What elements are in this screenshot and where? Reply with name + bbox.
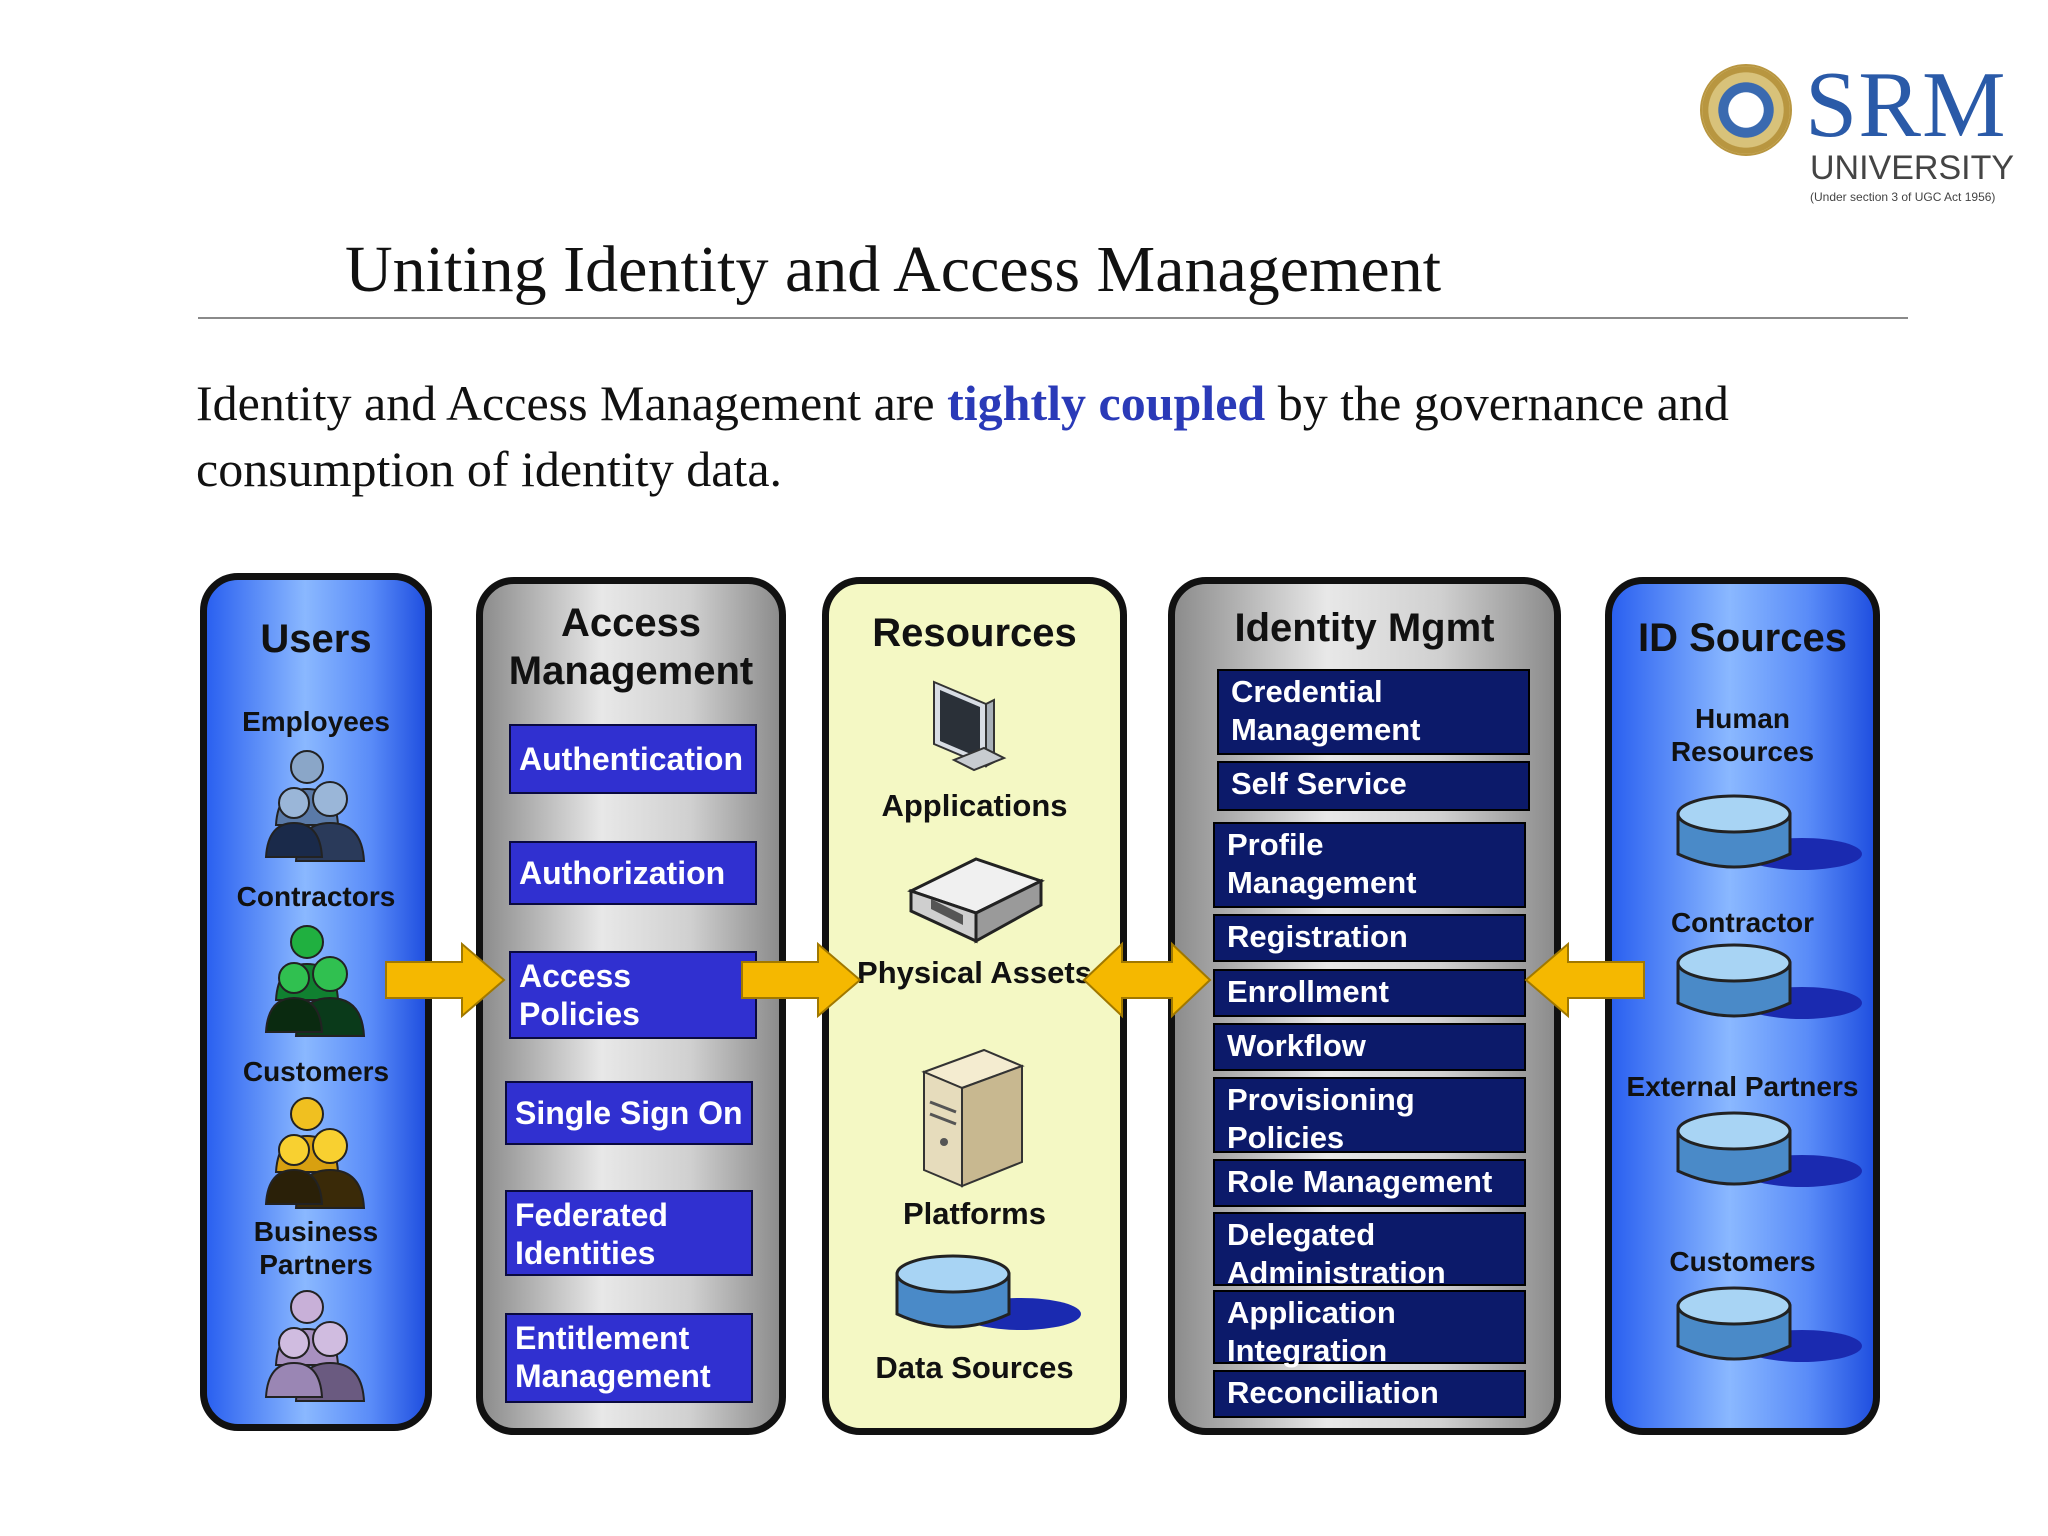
- profile-management-box: Profile Management: [1213, 822, 1526, 908]
- self-service-box: Self Service: [1217, 761, 1530, 811]
- logo-subtitle: UNIVERSITY: [1810, 149, 2015, 187]
- intro-highlight: tightly coupled: [947, 375, 1266, 431]
- users-employees-label: Employees: [242, 706, 390, 737]
- customers-source-label: Customers: [1669, 1246, 1816, 1277]
- customers-people-icon: [264, 1097, 366, 1209]
- provisioning-policies-box: Provisioning Policies: [1213, 1077, 1526, 1155]
- intro-after: by the governance and consumption of ide…: [196, 375, 1729, 497]
- data-source-database-icon: [895, 1254, 1081, 1330]
- server-tower-icon: [921, 1048, 1025, 1188]
- registration-box: Registration: [1213, 914, 1526, 962]
- access-to-resources-arrow-icon: [741, 941, 862, 1019]
- users-contractors-label: Contractors: [236, 881, 396, 912]
- slide-title: Uniting Identity and Access Management: [345, 233, 1442, 306]
- customers-database-icon: [1676, 1286, 1862, 1362]
- external-partners-label: External Partners: [1626, 1071, 1859, 1102]
- intro-text: Identity and Access Management are tight…: [196, 370, 1916, 502]
- users-heading: Users: [260, 617, 372, 661]
- applications-label: Applications: [881, 788, 1068, 823]
- logo-name: SRM: [1805, 53, 2007, 157]
- users-partners-label: Business Partners: [253, 1216, 379, 1280]
- id-sources-panel: ID Sources Human Resources Contractor Ex…: [1605, 577, 1880, 1435]
- workflow-box: Workflow: [1213, 1023, 1526, 1071]
- employees-people-icon: [264, 750, 366, 862]
- users-customers-label: Customers: [242, 1056, 390, 1087]
- platforms-label: Platforms: [903, 1196, 1046, 1231]
- authorization-box: Authorization: [509, 841, 757, 905]
- role-management-box: Role Management: [1213, 1159, 1526, 1207]
- resources-heading: Resources: [872, 611, 1077, 655]
- resources-panel: Resources Applications Physical Assets P…: [822, 577, 1127, 1435]
- authentication-box: Authentication: [509, 724, 757, 794]
- credential-management-box: Credential Management: [1217, 669, 1530, 755]
- access-management-panel: Access Management Authentication Authori…: [476, 577, 786, 1435]
- physical-assets-label: Physical Assets: [857, 955, 1092, 990]
- data-sources-label: Data Sources: [875, 1350, 1074, 1385]
- users-panel: Users Employees Contractors Customers Bu…: [200, 573, 432, 1431]
- contractors-people-icon: [264, 925, 366, 1037]
- id-sources-heading: ID Sources: [1638, 616, 1847, 660]
- identity-management-panel: Identity Mgmt Credential Management Self…: [1168, 577, 1561, 1435]
- contractor-source-label: Contractor: [1670, 907, 1815, 938]
- intro-before: Identity and Access Management are: [196, 375, 948, 431]
- title-divider: [198, 317, 1908, 319]
- reconciliation-box: Reconciliation: [1213, 1370, 1526, 1418]
- external-partners-database-icon: [1676, 1111, 1862, 1187]
- resources-identity-bidirectional-arrow-icon: [1082, 941, 1212, 1019]
- university-seal-icon: [1700, 64, 1792, 156]
- logo-note: (Under section 3 of UGC Act 1956): [1810, 190, 1996, 204]
- sources-to-identity-arrow-icon: [1524, 941, 1645, 1019]
- identity-heading: Identity Mgmt: [1234, 606, 1495, 650]
- single-sign-on-box: Single Sign On: [505, 1081, 753, 1145]
- access-policies-box: Access Policies: [509, 951, 757, 1039]
- application-integration-box: Application Integration: [1213, 1290, 1526, 1368]
- federated-identities-box: Federated Identities: [505, 1190, 753, 1276]
- business-partners-people-icon: [264, 1290, 366, 1402]
- enrollment-box: Enrollment: [1213, 969, 1526, 1017]
- srm-logo: SRM UNIVERSITY (Under section 3 of UGC A…: [1700, 58, 2020, 208]
- human-resources-label: Human Resources: [1670, 703, 1815, 767]
- entitlement-management-box: Entitlement Management: [505, 1313, 753, 1403]
- access-heading: Access Management: [508, 601, 754, 693]
- delegated-administration-box: Delegated Administration: [1213, 1212, 1526, 1290]
- physical-asset-device-icon: [907, 857, 1045, 944]
- monitor-icon: [933, 680, 1007, 772]
- users-to-access-arrow-icon: [385, 941, 506, 1019]
- contractor-database-icon: [1676, 943, 1862, 1019]
- hr-database-icon: [1676, 794, 1862, 870]
